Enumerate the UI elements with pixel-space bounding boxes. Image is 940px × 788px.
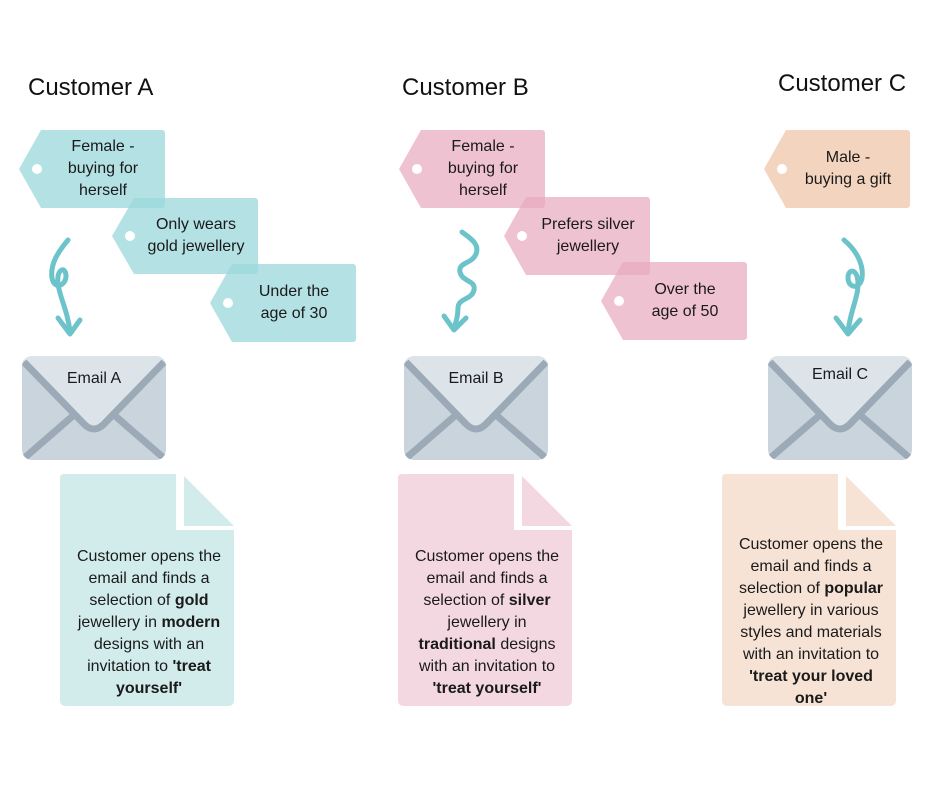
document-icon xyxy=(398,474,572,706)
email-a-envelope: Email A xyxy=(22,356,166,460)
email-a-label: Email A xyxy=(66,370,122,387)
document-icon xyxy=(60,474,234,706)
curly-down-arrow-icon xyxy=(49,237,83,337)
email-b-envelope: Email B xyxy=(404,356,548,460)
email-c-document: Customer opens the email and finds a sel… xyxy=(722,474,900,707)
email-b-document: Customer opens the email and finds a sel… xyxy=(398,474,576,706)
envelope-icon xyxy=(22,356,166,460)
customer-c-title: Customer C xyxy=(778,70,907,97)
curly-down-arrow-icon xyxy=(833,237,865,337)
customer-b-title: Customer B xyxy=(402,74,529,101)
customer-a-title: Customer A xyxy=(28,74,154,101)
email-b-label: Email B xyxy=(448,370,504,387)
curly-down-arrow-icon xyxy=(441,229,480,333)
envelope-icon xyxy=(768,356,912,460)
tag-c-gender: Male -buying a gift xyxy=(764,130,910,208)
envelope-icon xyxy=(404,356,548,460)
document-icon xyxy=(722,474,896,706)
email-c-label: Email C xyxy=(811,366,868,383)
email-c-envelope: Email C xyxy=(768,356,912,460)
email-a-document: Customer opens the email and finds a sel… xyxy=(60,474,238,706)
